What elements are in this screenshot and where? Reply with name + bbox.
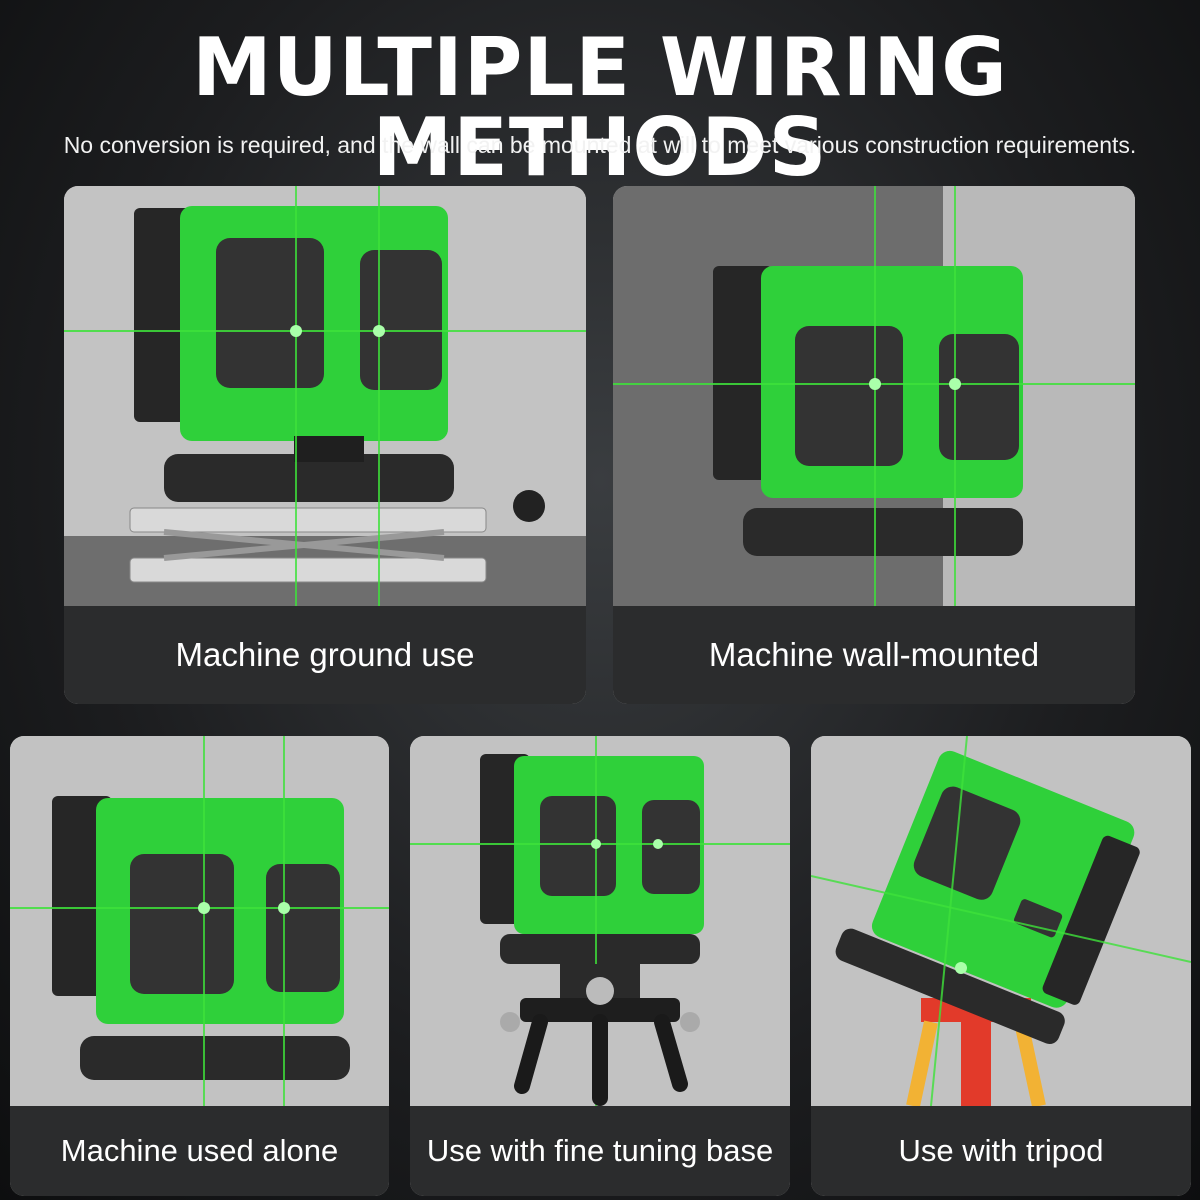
caption-fine-tuning-base: Use with fine tuning base	[410, 1106, 790, 1196]
laser-level-icon	[10, 736, 389, 1106]
page-subtitle: No conversion is required, and the wall …	[63, 132, 1137, 158]
scene-tripod	[811, 736, 1191, 1106]
caption-used-alone: Machine used alone	[10, 1106, 389, 1196]
laser-level-icon	[410, 736, 790, 1106]
card-used-alone: Machine used alone	[10, 736, 389, 1196]
scene-fine-tuning-base	[410, 736, 790, 1106]
laser-level-icon	[64, 186, 586, 606]
page-title: MULTIPLE WIRING METHODS	[192, 21, 1008, 194]
card-ground-use: Machine ground use	[64, 186, 586, 704]
scene-wall-mounted	[613, 186, 1135, 606]
laser-level-icon	[613, 186, 1135, 606]
fine-tuning-base-icon	[500, 964, 700, 1106]
scene-ground-use	[64, 186, 586, 606]
lift-table-icon	[129, 490, 545, 583]
card-wall-mounted: Machine wall-mounted	[613, 186, 1135, 704]
laser-level-icon	[835, 750, 1140, 1044]
caption-tripod: Use with tripod	[811, 1106, 1191, 1196]
caption-wall-mounted: Machine wall-mounted	[613, 606, 1135, 704]
scene-used-alone	[10, 736, 389, 1106]
card-fine-tuning-base: Use with fine tuning base	[410, 736, 790, 1196]
tripod-icon	[906, 998, 1046, 1106]
card-tripod: Use with tripod	[811, 736, 1191, 1196]
caption-ground-use: Machine ground use	[64, 606, 586, 704]
